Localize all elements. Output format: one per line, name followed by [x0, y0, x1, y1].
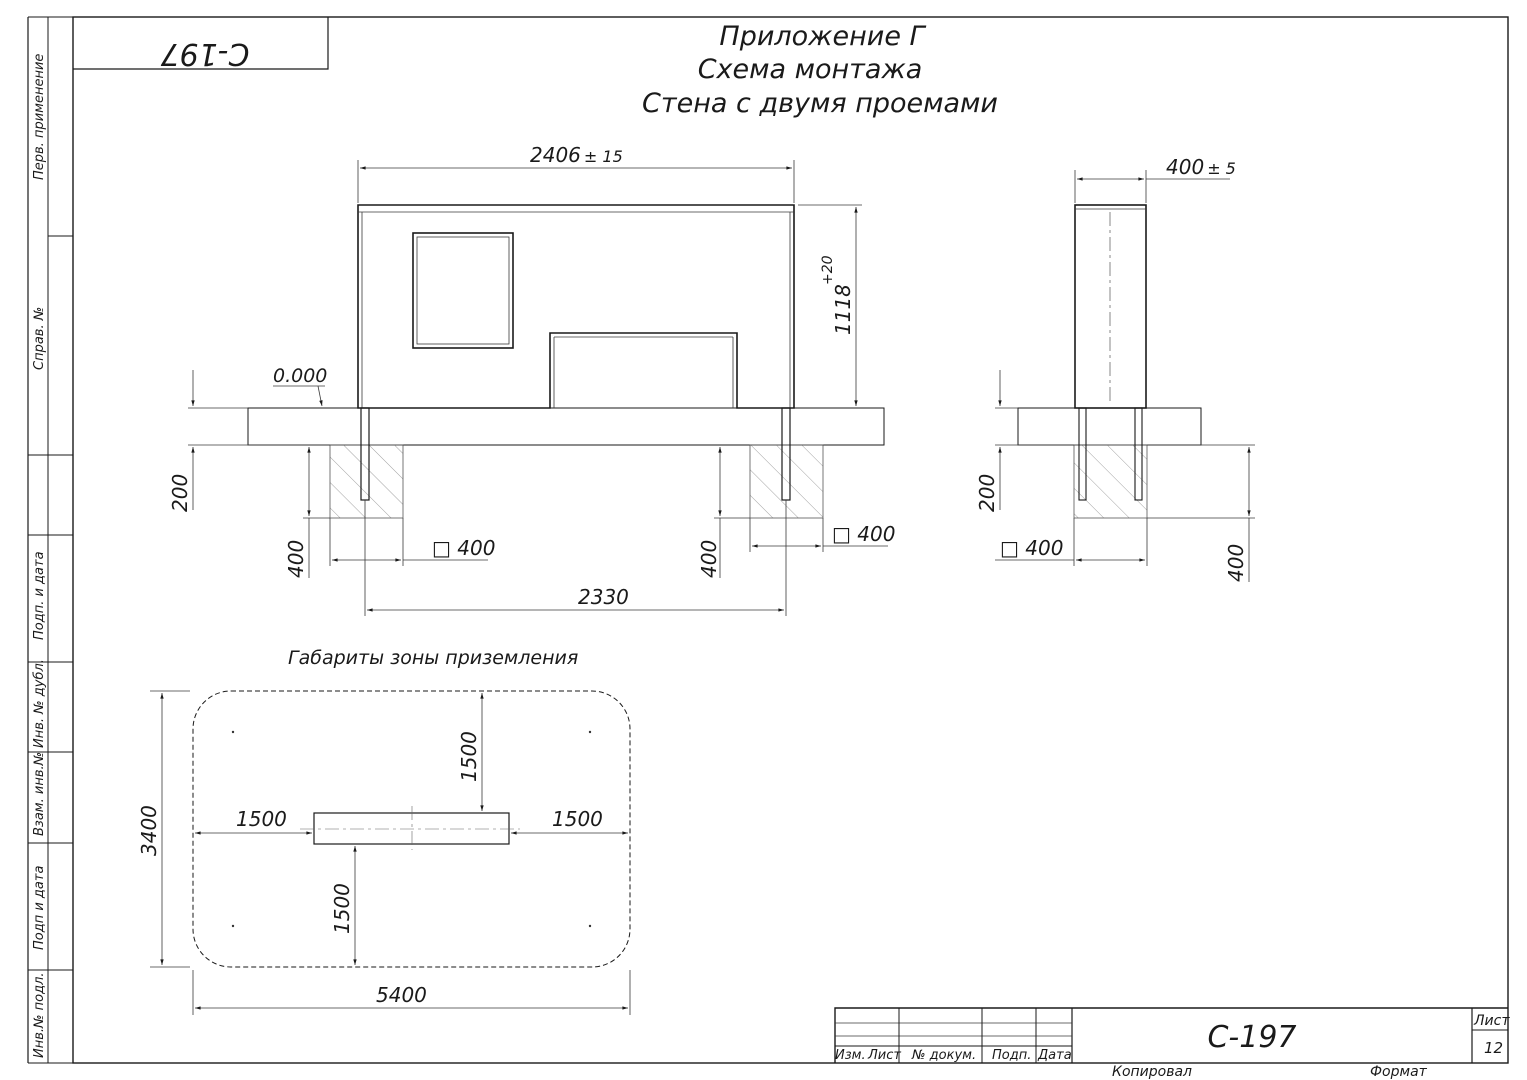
stamp-header-sheet: Лист	[867, 1048, 901, 1063]
zone-top-dim: 1500	[457, 731, 481, 782]
side-label-sign-date-2: Подп и дата	[32, 866, 47, 950]
pad-size-right: □ 400	[832, 522, 895, 546]
wall-panel	[357, 204, 795, 409]
stamp-code: С-197	[1207, 1020, 1296, 1055]
pad-size-left: □ 400	[432, 536, 495, 560]
zone-right-dim: 1500	[552, 807, 603, 831]
side-slab-dim: 200	[975, 474, 999, 512]
level-mark: 0.000	[273, 365, 327, 387]
post-spacing: 2330	[578, 585, 629, 609]
pad-left	[329, 444, 404, 519]
side-pad	[1073, 444, 1148, 519]
drawing-title: Приложение Г Схема монтажа Стена с двумя…	[642, 21, 998, 119]
title-block: Изм. Лист № докум. Подп. Дата С-197 Лист…	[834, 1007, 1510, 1080]
landing-zone-caption: Габариты зоны приземления	[288, 647, 578, 669]
format-label: Формат	[1370, 1064, 1428, 1080]
side-label-dup-no: Инв. № дубл.	[32, 659, 47, 748]
zone-bottom-dim: 1500	[330, 883, 354, 934]
zone-width-dim: 5400	[376, 983, 427, 1007]
zone-left-dim: 1500	[236, 807, 287, 831]
side-ground-slab	[1017, 407, 1202, 446]
front-slab-dim: 200	[168, 474, 192, 512]
ground-slab	[247, 407, 885, 446]
stamp-header-sign: Подп.	[992, 1048, 1031, 1063]
stamp-header-doc: № докум.	[911, 1048, 976, 1063]
side-label-replace-no: Взам. инв.№	[32, 752, 47, 836]
pad-depth-left: 400	[284, 540, 308, 578]
drawing-frame	[72, 16, 1509, 1064]
landing-zone: Габариты зоны приземления 3400 5400 1500…	[137, 647, 631, 1015]
pad-right	[749, 444, 824, 519]
front-height-tol: +20	[820, 255, 836, 285]
equipment-plan	[313, 812, 510, 845]
side-binding-strip: Перв. примeнение Справ. № Подп. и дата И…	[27, 16, 73, 1064]
side-post-right	[1134, 407, 1143, 501]
side-pad-size: □ 400	[1000, 536, 1063, 560]
side-view: 400± 5 200 □ 400 400	[975, 155, 1255, 582]
front-width-dim: 2406± 15	[530, 143, 623, 167]
sheet-label: Лист	[1473, 1013, 1510, 1029]
side-label-sign-date-1: Подп. и дата	[32, 551, 47, 640]
side-label-first-use: Перв. примeнение	[32, 54, 47, 180]
title-line-1: Приложение Г	[719, 21, 926, 52]
side-width-dim: 400± 5	[1166, 155, 1236, 179]
side-pad-depth: 400	[1224, 544, 1248, 582]
stamp-header-date: Дата	[1037, 1048, 1072, 1063]
copied-label: Копировал	[1112, 1064, 1192, 1080]
front-view: 2406± 15 1118 +20 0.000 200 400 □ 400 40…	[168, 143, 895, 616]
side-label-orig-no: Инв.№ подл.	[32, 972, 47, 1058]
stamp-header-change: Изм.	[835, 1048, 866, 1063]
front-height-dim: 1118	[831, 284, 855, 335]
window-opening	[412, 232, 514, 349]
side-post-left	[1078, 407, 1087, 501]
sheet-number: 12	[1484, 1039, 1503, 1057]
pad-depth-right: 400	[697, 540, 721, 578]
title-line-2: Схема монтажа	[698, 54, 923, 85]
landing-zone-outline	[192, 690, 631, 968]
corner-code: С-197	[160, 36, 249, 71]
side-label-ref-no: Справ. №	[32, 307, 47, 370]
zone-height-dim: 3400	[137, 805, 161, 856]
title-line-3: Стена с двумя проемами	[642, 88, 998, 119]
side-wall	[1074, 204, 1147, 409]
corner-code-box: С-197	[73, 17, 329, 71]
